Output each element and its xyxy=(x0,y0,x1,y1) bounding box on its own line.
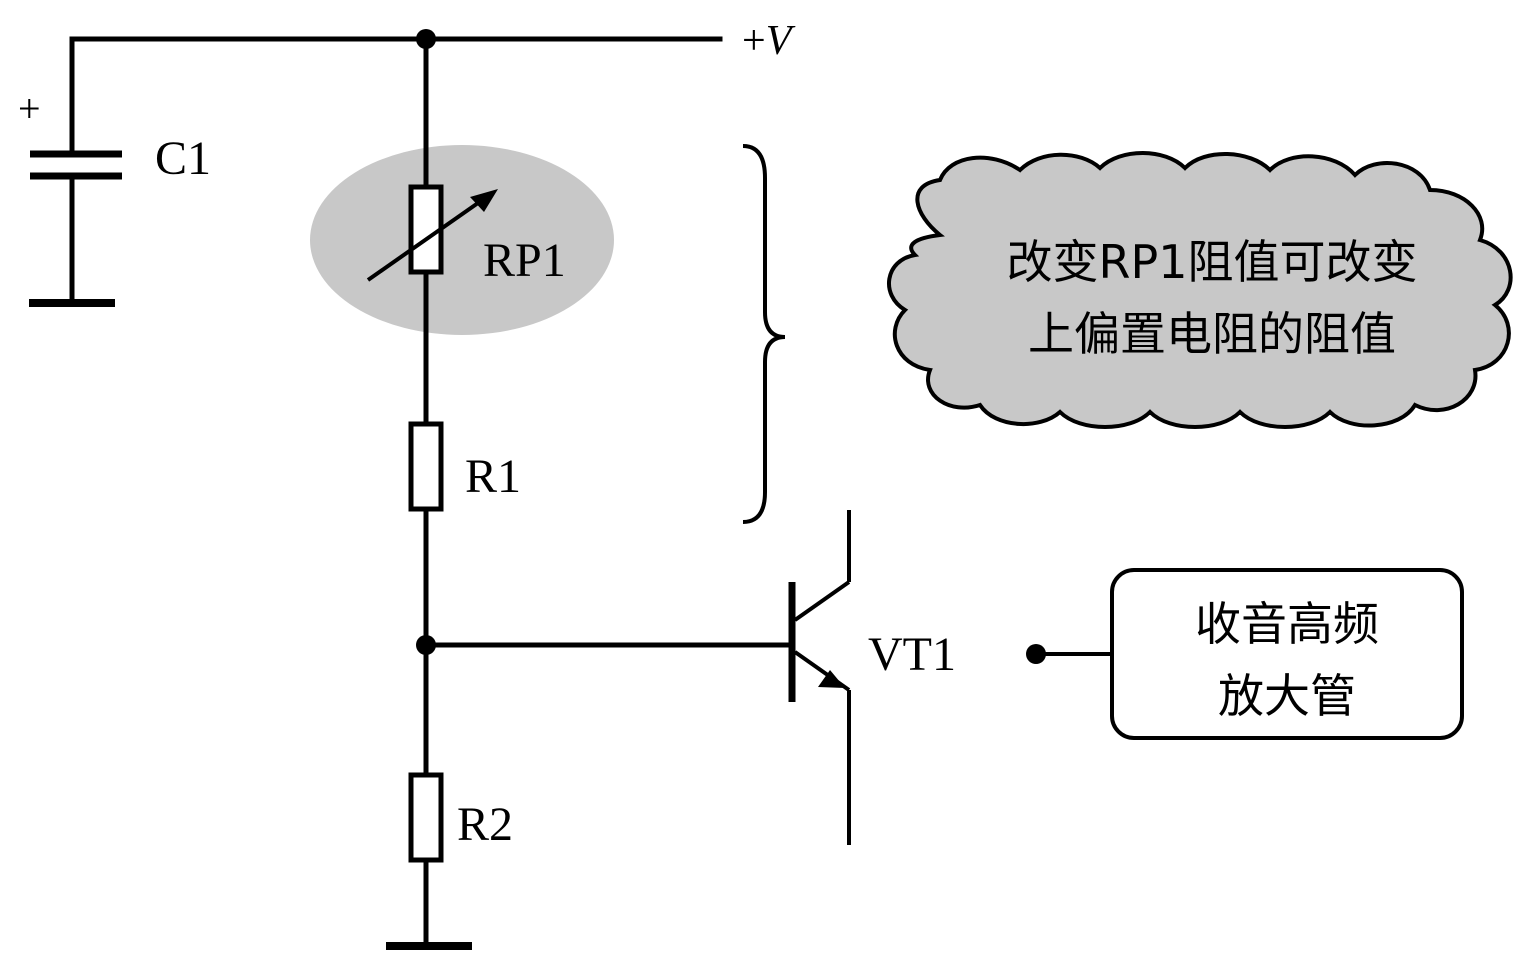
cloud-callout xyxy=(887,151,1513,429)
rp1-arrow-line xyxy=(366,201,480,282)
vt1-callout-box xyxy=(1110,568,1464,740)
bias-bracket xyxy=(742,144,786,524)
c1-polarity: + xyxy=(18,86,41,131)
c1-label: C1 xyxy=(155,132,211,185)
r1-body xyxy=(408,421,444,512)
r2-label: R2 xyxy=(457,798,513,851)
supply-label: +V xyxy=(742,18,796,64)
rp1-highlight xyxy=(310,145,614,335)
box-text-line1: 收音高频 xyxy=(1195,597,1379,651)
vt1-emitter-arrow xyxy=(818,670,845,688)
vt1-label: VT1 xyxy=(868,628,956,681)
r1-label: R1 xyxy=(465,450,521,503)
r2-body xyxy=(408,772,444,863)
rp1-label: RP1 xyxy=(483,234,566,287)
cloud-text-line1: 改变RP1阻值可改变 xyxy=(1007,235,1418,289)
rp1-arrow-head xyxy=(470,189,498,212)
rp1-body xyxy=(408,184,444,275)
vt1-collector xyxy=(793,580,851,622)
cloud-text-line2: 上偏置电阻的阻值 xyxy=(1028,307,1396,361)
box-text-line2: 放大管 xyxy=(1218,669,1356,723)
